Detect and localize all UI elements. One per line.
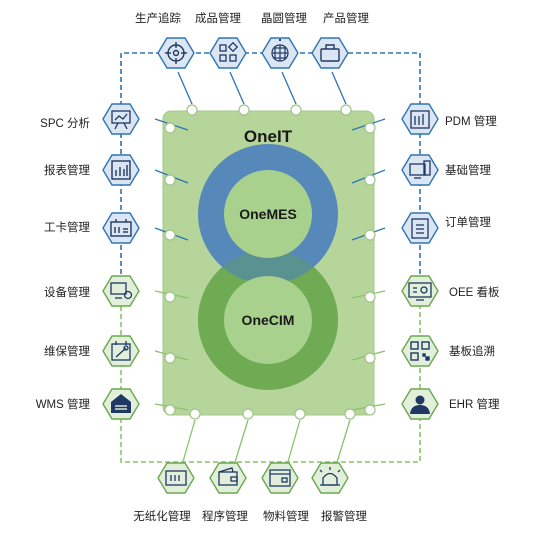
- devices-icon: [409, 160, 431, 179]
- module-label-wafer: 晶圆管理: [261, 13, 307, 25]
- hex-node-alarm[interactable]: [311, 462, 349, 494]
- hex-node-substrate[interactable]: [401, 335, 439, 367]
- hex-node-ehr[interactable]: [401, 388, 439, 420]
- module-label-wms: WMS 管理: [35, 399, 90, 411]
- wafer-icon: [271, 39, 289, 62]
- hex-node-maintenance[interactable]: [102, 335, 140, 367]
- clipboard-icon: [411, 218, 429, 239]
- hex-node-oee[interactable]: [401, 275, 439, 307]
- onecim-core: [224, 276, 312, 364]
- monitor-gear-icon: [110, 282, 133, 300]
- hex-node-paperless[interactable]: [157, 462, 195, 494]
- module-label-maintenance: 维保管理: [44, 346, 90, 358]
- module-label-program: 程序管理: [202, 511, 248, 523]
- module-label-oee: OEE 看板: [449, 287, 500, 299]
- hex-node-pdm[interactable]: [401, 103, 439, 135]
- hex-node-finished-goods[interactable]: [209, 37, 247, 69]
- tablet-icon: [165, 470, 187, 486]
- module-label-ehr: EHR 管理: [449, 399, 500, 411]
- module-label-report: 报表管理: [44, 165, 90, 177]
- briefcase-icon: [320, 44, 340, 62]
- onecim-label: OneCIM: [241, 312, 295, 328]
- module-label-alarm: 报警管理: [321, 511, 367, 523]
- module-label-basic: 基础管理: [445, 165, 491, 177]
- module-label-paperless: 无纸化管理: [133, 511, 191, 523]
- shapes-grid-icon: [219, 41, 239, 62]
- module-label-work-card: 工卡管理: [44, 222, 90, 234]
- alarm-siren-icon: [319, 467, 341, 486]
- module-label-production-tracking: 生产追踪: [135, 13, 181, 25]
- hex-node-report[interactable]: [102, 154, 140, 186]
- module-label-product: 产品管理: [323, 13, 369, 25]
- onemes-core: [224, 170, 312, 258]
- module-label-equipment: 设备管理: [44, 287, 90, 299]
- document-stack-icon: [410, 110, 430, 129]
- hex-node-spc[interactable]: [102, 103, 140, 135]
- module-label-substrate: 基板追溯: [449, 346, 495, 358]
- module-label-pdm: PDM 管理: [445, 116, 497, 128]
- hex-node-wms[interactable]: [102, 388, 140, 420]
- hex-node-product[interactable]: [311, 37, 349, 69]
- connection-dots: [164, 104, 376, 420]
- person-icon: [410, 395, 430, 414]
- onemes-label: OneMES: [239, 206, 297, 222]
- dashboard-board-icon: [408, 282, 432, 301]
- warehouse-icon: [111, 394, 131, 413]
- wrench-calendar-icon: [111, 341, 131, 361]
- hex-node-material[interactable]: [261, 462, 299, 494]
- hex-node-program[interactable]: [209, 462, 247, 494]
- hex-node-basic[interactable]: [401, 154, 439, 186]
- browser-window-icon: [269, 469, 291, 487]
- frame-bottom-green: [120, 290, 421, 463]
- module-label-order: 订单管理: [445, 217, 491, 229]
- hex-node-wafer[interactable]: [261, 37, 299, 69]
- wallet-icon: [218, 467, 238, 486]
- qr-code-icon: [410, 341, 430, 361]
- presentation-chart-icon: [111, 110, 131, 130]
- id-card-icon: [110, 219, 132, 237]
- module-label-spc: SPC 分析: [40, 118, 90, 130]
- module-label-finished-goods: 成品管理: [195, 13, 241, 25]
- module-label-material: 物料管理: [263, 511, 309, 523]
- hex-node-production-tracking[interactable]: [157, 37, 195, 69]
- hex-node-equipment[interactable]: [102, 275, 140, 307]
- bar-report-icon: [111, 160, 131, 180]
- hex-node-work-card[interactable]: [102, 212, 140, 244]
- hex-node-order[interactable]: [401, 212, 439, 244]
- platform-title: OneIT: [243, 127, 293, 146]
- crosshair-icon: [165, 42, 187, 64]
